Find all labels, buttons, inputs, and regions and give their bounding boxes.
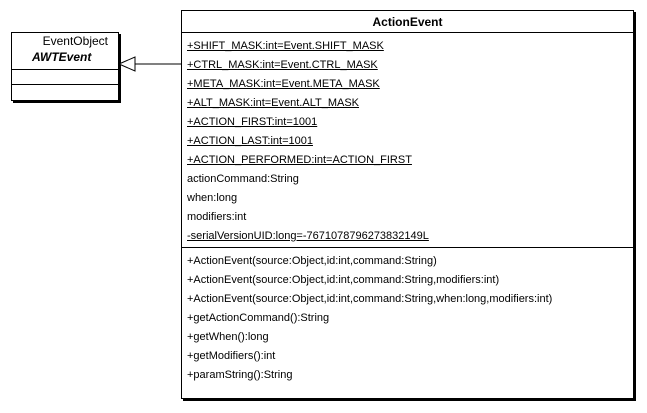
operation-text: +getActionCommand():String <box>187 312 330 324</box>
attribute-row: +SHIFT_MASK:int=Event.SHIFT_MASK <box>182 37 633 56</box>
operation-row: +getActionCommand():String <box>182 309 633 328</box>
attribute-text: modifiers:int <box>187 211 247 223</box>
attribute-text: +META_MASK:int=Event.META_MASK <box>187 78 380 90</box>
operation-text: +paramString():String <box>187 369 293 381</box>
operation-text: +ActionEvent(source:Object,id:int,comman… <box>187 255 437 267</box>
actionevent-operations-compartment: +ActionEvent(source:Object,id:int,comman… <box>182 248 633 385</box>
awtevent-class-name: AWTEvent <box>32 50 92 64</box>
attribute-row: +META_MASK:int=Event.META_MASK <box>182 75 633 94</box>
awtevent-parent-label: EventObject <box>42 34 108 48</box>
actionevent-class-box[interactable]: ActionEvent +SHIFT_MASK:int=Event.SHIFT_… <box>181 10 634 399</box>
generalization-arrowhead-icon <box>117 56 136 72</box>
operation-text: +ActionEvent(source:Object,id:int,comman… <box>187 274 500 286</box>
attribute-text: actionCommand:String <box>187 173 299 185</box>
attribute-row: actionCommand:String <box>182 170 633 189</box>
operation-text: +getModifiers():int <box>187 350 276 362</box>
awtevent-operations-compartment <box>12 85 118 101</box>
attribute-row: +CTRL_MASK:int=Event.CTRL_MASK <box>182 56 633 75</box>
attribute-row: +ACTION_PERFORMED:int=ACTION_FIRST <box>182 151 633 170</box>
actionevent-class-name: ActionEvent <box>372 14 443 29</box>
attribute-row: when:long <box>182 189 633 208</box>
operation-row: +ActionEvent(source:Object,id:int,comman… <box>182 252 633 271</box>
awtevent-class-box[interactable]: EventObject AWTEvent <box>11 32 119 101</box>
attribute-row: +ALT_MASK:int=Event.ALT_MASK <box>182 94 633 113</box>
attribute-row: +ACTION_FIRST:int=1001 <box>182 113 633 132</box>
awtevent-header: EventObject AWTEvent <box>12 33 118 70</box>
attribute-text: +ALT_MASK:int=Event.ALT_MASK <box>187 97 360 109</box>
attribute-text: when:long <box>187 192 238 204</box>
operation-row: +ActionEvent(source:Object,id:int,comman… <box>182 290 633 309</box>
attribute-text: +ACTION_PERFORMED:int=ACTION_FIRST <box>187 154 412 166</box>
operation-text: +getWhen():long <box>187 331 269 343</box>
attribute-text: +SHIFT_MASK:int=Event.SHIFT_MASK <box>187 40 384 52</box>
operation-row: +getModifiers():int <box>182 347 633 366</box>
actionevent-attributes-compartment: +SHIFT_MASK:int=Event.SHIFT_MASK +CTRL_M… <box>182 33 633 248</box>
awtevent-attributes-compartment <box>12 70 118 85</box>
attribute-text: +ACTION_LAST:int=1001 <box>187 135 313 147</box>
attribute-text: +ACTION_FIRST:int=1001 <box>187 116 318 128</box>
operation-text: +ActionEvent(source:Object,id:int,comman… <box>187 293 553 305</box>
actionevent-header: ActionEvent <box>182 11 633 33</box>
operation-row: +ActionEvent(source:Object,id:int,comman… <box>182 271 633 290</box>
attribute-text: +CTRL_MASK:int=Event.CTRL_MASK <box>187 59 378 71</box>
operation-row: +getWhen():long <box>182 328 633 347</box>
attribute-row: modifiers:int <box>182 208 633 227</box>
attribute-row: -serialVersionUID:long=-7671078796273832… <box>182 227 633 246</box>
operation-row: +paramString():String <box>182 366 633 385</box>
attribute-text: -serialVersionUID:long=-7671078796273832… <box>187 230 429 242</box>
attribute-row: +ACTION_LAST:int=1001 <box>182 132 633 151</box>
